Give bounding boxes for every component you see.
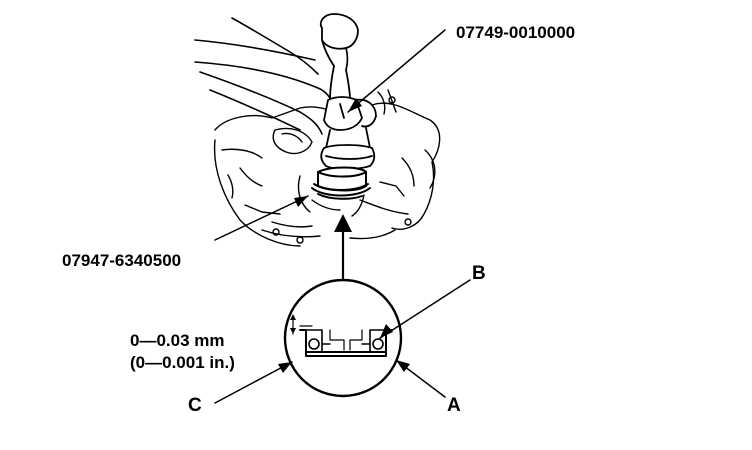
- arrowhead-lower-tool: [294, 196, 308, 207]
- arrowhead-upper-tool: [348, 98, 362, 112]
- driver-handle-07749-0010000: [320, 96, 377, 170]
- callout-b: B: [472, 263, 486, 284]
- label-clearance-in: (0—0.001 in.): [130, 353, 235, 372]
- detail-magnifier: [283, 278, 403, 398]
- installer-attachment-07947-6340500: [311, 166, 371, 200]
- arrowhead-a: [396, 360, 410, 372]
- label-tool-07749: 07749-0010000: [456, 23, 576, 42]
- callout-c: C: [188, 395, 202, 416]
- callout-a: A: [447, 395, 461, 416]
- transmission-housing: [213, 89, 441, 247]
- technician-arms: [194, 17, 337, 135]
- seal-cross-section: [292, 315, 393, 357]
- leader-lines: [214, 29, 471, 404]
- gap-arrow-top: [290, 314, 296, 320]
- label-tool-07947: 07947-6340500: [62, 251, 182, 270]
- arrowhead-c: [278, 362, 292, 373]
- arrowhead-detail: [334, 214, 352, 232]
- label-clearance-mm: 0—0.03 mm: [130, 331, 225, 350]
- gap-arrow-bottom: [290, 328, 296, 334]
- arrowhead-b: [380, 324, 393, 338]
- hammer: [319, 13, 359, 101]
